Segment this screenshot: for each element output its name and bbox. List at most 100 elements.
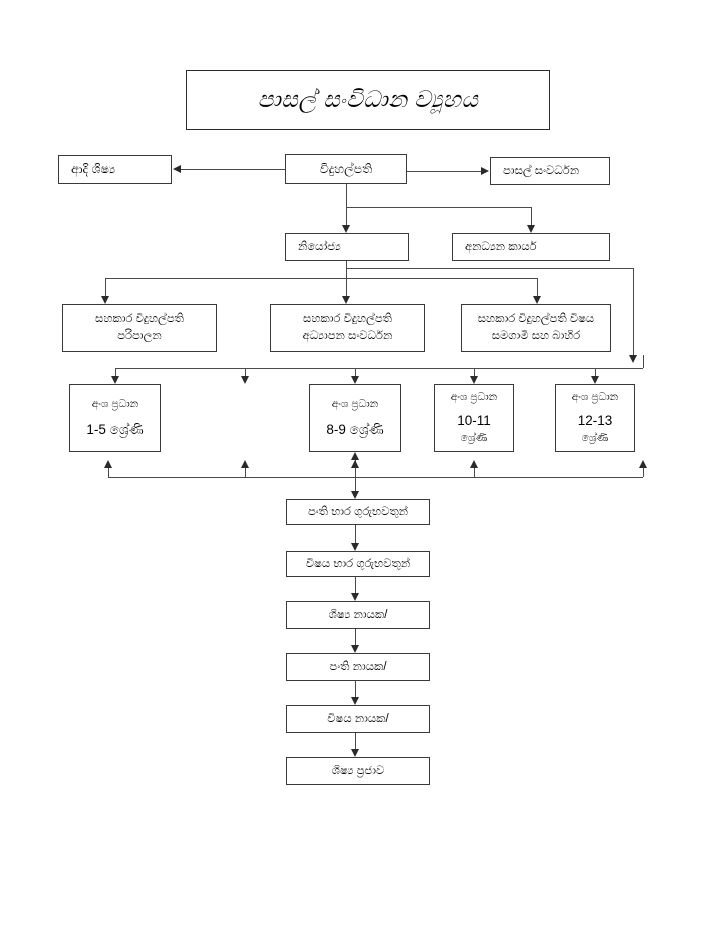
- node-asst-principal-cocurricular-line2: සමගාමී සහ බාහිර: [491, 330, 581, 342]
- connector-right-rail-into-bus: [643, 355, 644, 368]
- connector-principal-to-alumni: [181, 169, 285, 170]
- node-section-head-10-11: අංශ ප්‍රධාන 10-11 ශ්‍රේණි: [434, 384, 514, 452]
- arrowhead-section-1-5: [110, 376, 119, 384]
- node-section-head-10-11-line1: අංශ ප්‍රධාන: [450, 391, 498, 403]
- node-class-leader-label: පංති නායක/: [329, 660, 387, 673]
- connector-to-section-1-5: [115, 368, 116, 376]
- arrowhead-section-10-11: [469, 376, 478, 384]
- node-asst-principal-administration-line1: සහකාර විදුහල්පති: [95, 313, 184, 326]
- node-section-head-12-13-line3: ශ්‍රේණි: [581, 431, 609, 444]
- node-class-leader: පංති නායක/: [286, 653, 430, 681]
- bus-section-heads-bottom: [108, 477, 643, 478]
- node-section-head-1-5-line2: 1-5 ශ්‍රේණි: [86, 421, 144, 437]
- node-non-academic: අනධ්‍යන කාර්ය: [452, 233, 610, 261]
- node-section-head-8-9-line2: 8-9 ශ්‍රේණි: [326, 421, 384, 437]
- node-section-head-1-5: අංශ ප්‍රධාන 1-5 ශ්‍රේණි: [69, 384, 161, 452]
- node-subject-leader: විෂය නායක/: [286, 705, 430, 733]
- rail-right-edge: [633, 268, 634, 355]
- arrowhead-right-rail: [628, 355, 637, 363]
- arrowhead-student-leader: [350, 593, 359, 601]
- node-alumni: ආදි ශිෂ්‍ය: [58, 155, 172, 184]
- connector-to-section-vacant-slot: [245, 368, 246, 376]
- connector-principal-to-school-development: [407, 171, 481, 172]
- node-principal: විදුහල්පති: [285, 154, 407, 184]
- node-section-head-10-11-line3: ශ්‍රේණි: [460, 431, 488, 444]
- arrowhead-up-section-vacant-slot: [240, 460, 249, 468]
- arrowhead-alumni: [173, 164, 181, 173]
- connector-bus-link-deputy: [346, 268, 347, 278]
- connector-subject-leader-to-student-community: [355, 733, 356, 749]
- node-asst-principal-cocurricular: සහකාර විදුහල්පති විෂය සමගාමී සහ බාහිර: [461, 304, 611, 352]
- node-asst-principal-education-line1: සහකාර විදුහල්පති: [303, 313, 392, 326]
- connector-non-academic-drop: [531, 207, 532, 225]
- arrowhead-up-section-8-9: [350, 460, 359, 468]
- arrowhead-up-section-10-11: [469, 460, 478, 468]
- arrowhead-down-class-teachers: [350, 491, 359, 499]
- connector-up-from-bus-1-5: [108, 468, 109, 477]
- connector-to-section-10-11: [474, 368, 475, 376]
- connector-class-leader-to-subject-leader: [355, 681, 356, 697]
- node-alumni-label: ආදි ශිෂ්‍ය: [71, 162, 116, 177]
- arrowhead-class-leader: [350, 645, 359, 653]
- arrowhead-section-12-13: [590, 376, 599, 384]
- arrowhead-deputy: [341, 225, 350, 233]
- arrowhead-non-academic: [526, 225, 535, 233]
- node-class-teachers: පංති භාර ගුරුභවතුන්: [286, 499, 430, 525]
- node-student-community: ශිෂ්‍ය ප්‍රජාව: [286, 757, 430, 785]
- node-subject-teachers: විෂය භාර ගුරුභවතුන්: [286, 551, 430, 577]
- node-section-head-1-5-line1: අංශ ප්‍රධාන: [91, 397, 139, 410]
- arrowhead-subject-leader: [350, 697, 359, 705]
- arrowhead-up-section-12-13: [638, 460, 647, 468]
- arrowhead-up-to-bus-class-teachers: [350, 452, 359, 460]
- node-asst-principal-administration-line2: පරිපාලන: [117, 330, 162, 342]
- arrowhead-asst-education: [341, 296, 350, 304]
- connector-to-asst-administration: [105, 278, 106, 296]
- node-asst-principal-education-line2: අධ්‍යාපන සංවර්ධන: [302, 330, 393, 342]
- node-deputy-label: නියෝජ්‍ය: [298, 240, 341, 253]
- connector-deputy-spine: [346, 261, 347, 268]
- node-asst-principal-administration: සහකාර විදුහල්පති පරිපාලන: [62, 304, 217, 352]
- connector-to-section-12-13: [595, 368, 596, 376]
- connector-to-section-8-9: [355, 368, 356, 376]
- connector-principal-to-non-academic: [346, 207, 531, 208]
- node-subject-teachers-label: විෂය භාර ගුරුභවතුන්: [305, 557, 411, 570]
- arrowhead-asst-cocurricular: [532, 296, 541, 304]
- connector-bus-to-class-teachers: [355, 460, 356, 491]
- node-asst-principal-education: සහකාර විදුහල්පති අධ්‍යාපන සංවර්ධන: [270, 304, 425, 352]
- node-non-academic-label: අනධ්‍යන කාර්ය: [465, 240, 537, 253]
- node-section-head-8-9: අංශ ප්‍රධාන 8-9 ශ්‍රේණි: [309, 384, 401, 452]
- arrowhead-student-community: [350, 749, 359, 757]
- node-principal-label: විදුහල්පති: [319, 161, 373, 176]
- bus-assistant-principals: [105, 278, 537, 279]
- connector-to-asst-cocurricular: [537, 278, 538, 296]
- node-asst-principal-cocurricular-line1: සහකාර විදුහල්පති විෂය: [477, 313, 595, 326]
- connector-principal-spine: [346, 184, 347, 225]
- bus-deputy-to-right-rail: [346, 268, 633, 269]
- diagram-title-box: පාසල් සංවිධාන ව්‍යූහය: [186, 70, 550, 130]
- connector-up-from-bus-10-11: [474, 468, 475, 477]
- node-subject-leader-label: විෂය නායක/: [327, 712, 389, 725]
- bus-section-heads-top: [115, 368, 643, 369]
- connector-up-from-bus-vacant-slot: [245, 468, 246, 477]
- connector-class-to-subject-teachers: [355, 525, 356, 543]
- connector-subject-teachers-to-student-leader: [355, 577, 356, 593]
- node-student-leader: ශිෂ්‍ය නායක/: [286, 601, 430, 629]
- connector-student-leader-to-class-leader: [355, 629, 356, 645]
- node-section-head-12-13-line2: 12-13: [577, 413, 613, 429]
- node-school-development-label: පාසල් සංවර්ධන: [503, 164, 580, 177]
- arrowhead-section-8-9: [350, 376, 359, 384]
- node-student-community-label: ශිෂ්‍ය ප්‍රජාව: [331, 764, 385, 777]
- node-class-teachers-label: පංති භාර ගුරුභවතුන්: [307, 505, 409, 518]
- node-school-development: පාසල් සංවර්ධන: [490, 157, 610, 185]
- node-section-head-12-13-line1: අංශ ප්‍රධාන: [571, 391, 619, 403]
- node-section-head-10-11-line2: 10-11: [457, 413, 491, 429]
- arrowhead-up-section-1-5: [103, 460, 112, 468]
- node-section-head-8-9-line1: අංශ ප්‍රධාන: [331, 397, 379, 410]
- node-deputy: නියෝජ්‍ය: [285, 233, 409, 261]
- connector-up-from-bus-12-13: [643, 468, 644, 477]
- diagram-title-text: පාසල් සංවිධාන ව්‍යූහය: [257, 86, 479, 113]
- arrowhead-section-vacant-slot: [240, 376, 249, 384]
- node-section-head-12-13: අංශ ප්‍රධාන 12-13 ශ්‍රේණි: [555, 384, 635, 452]
- node-student-leader-label: ශිෂ්‍ය නායක/: [328, 608, 388, 621]
